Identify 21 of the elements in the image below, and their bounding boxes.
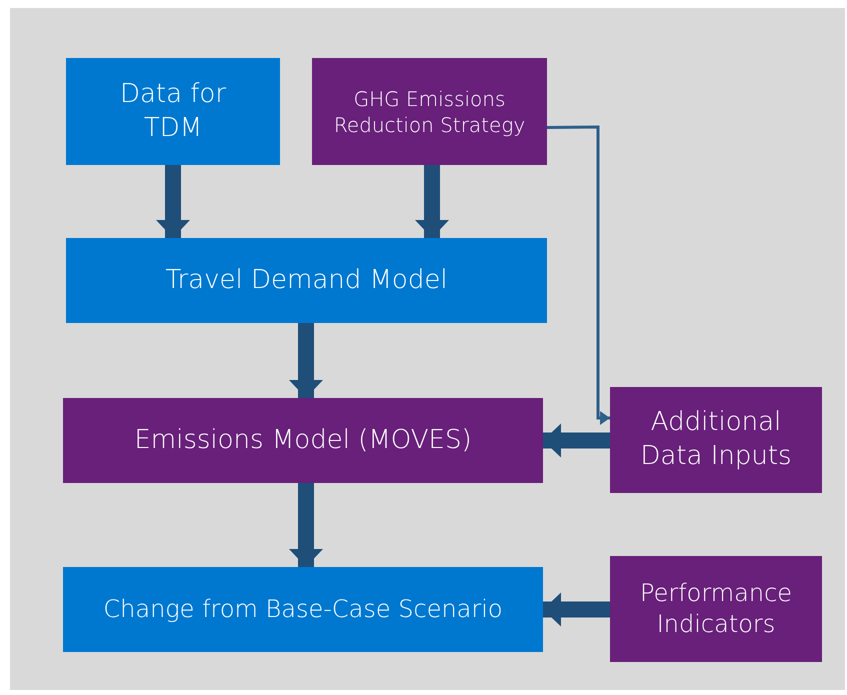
process-box bbox=[312, 58, 547, 165]
box-label: Emissions Model (MOVES) bbox=[134, 424, 472, 457]
box-label: Travel Demand Model bbox=[165, 264, 448, 297]
process-box bbox=[610, 556, 822, 662]
box-label: Performance Indicators bbox=[638, 578, 794, 640]
box-label: Additional Data Inputs bbox=[639, 406, 793, 473]
process-box bbox=[66, 238, 547, 323]
box-label: GHG Emissions Reduction Strategy bbox=[332, 86, 526, 138]
arrow bbox=[415, 165, 449, 238]
process-box bbox=[63, 398, 543, 483]
arrow bbox=[543, 592, 610, 626]
box-label: Data for TDM bbox=[118, 78, 228, 144]
box-label: Change from Base-Case Scenario bbox=[103, 594, 503, 625]
arrow bbox=[289, 483, 323, 567]
arrow bbox=[546, 125, 610, 425]
process-box bbox=[610, 387, 822, 493]
arrow bbox=[289, 323, 323, 398]
process-box bbox=[63, 567, 543, 652]
arrow bbox=[156, 165, 190, 238]
arrow bbox=[543, 424, 610, 458]
process-box bbox=[66, 58, 280, 165]
